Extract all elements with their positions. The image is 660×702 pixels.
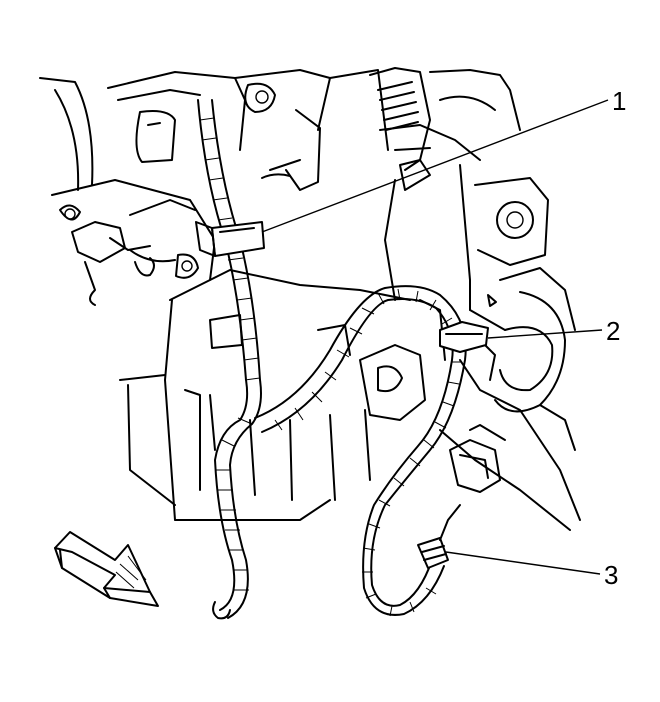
- leader-line-2: [487, 329, 603, 339]
- forward-arrow-icon: [54, 531, 159, 607]
- leader-lines: [261, 99, 609, 575]
- leader-line-3: [445, 551, 601, 575]
- callout-3: 3: [604, 560, 618, 590]
- callout-2: 2: [606, 316, 620, 346]
- harness-loop: [254, 285, 489, 617]
- engine-block-linework: [39, 67, 581, 531]
- leader-line-1: [261, 99, 609, 233]
- harness-vertical: [195, 99, 265, 620]
- callout-1: 1: [612, 86, 626, 116]
